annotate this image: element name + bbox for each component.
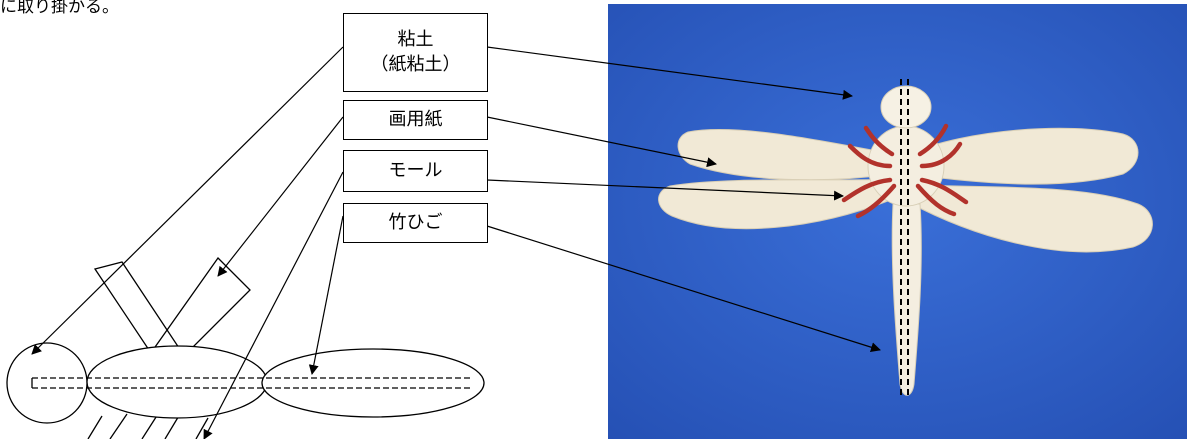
photo-head (880, 85, 932, 129)
label-paper: 画用紙 (343, 100, 488, 140)
photo-leg-8 (915, 183, 957, 217)
drawing-lower-strip-2 (109, 413, 128, 439)
label-clay-line2: （紙粘土） (370, 53, 461, 75)
label-mole: モール (343, 150, 488, 192)
arrow-paper-to-drawing-wing (217, 116, 344, 277)
arrow-bamboo-to-drawing-skewer (308, 215, 344, 375)
label-bamboo-text: 竹ひご (388, 211, 443, 233)
label-mole-text: モール (388, 159, 443, 181)
photo-leg-6 (919, 177, 969, 205)
photo-leg-7 (855, 183, 897, 219)
drawing-lower-strip-3 (141, 413, 159, 439)
arrow-mole-to-photo-leg (486, 179, 844, 201)
label-clay-line1: 粘土 (397, 29, 434, 51)
photo-leg-4 (919, 141, 963, 169)
photo-leg-1 (863, 125, 895, 157)
photo-wing-lower-right (907, 183, 1153, 253)
drawing-lower-strip-1 (87, 415, 103, 439)
arrow-mole-to-drawing-leg (203, 171, 344, 439)
label-bamboo: 竹ひご (343, 203, 488, 243)
arrow-paper-to-photo-wing (486, 116, 717, 168)
arrow-bamboo-to-photo-skewer (486, 225, 881, 353)
photo-wing-upper-right (907, 127, 1139, 185)
drawing-lower-strip-5 (195, 417, 209, 439)
parts-line-drawing (6, 256, 485, 439)
arrow-clay-to-photo-head (486, 46, 853, 100)
arrow-clay-to-drawing-head (31, 46, 344, 355)
label-paper-text: 画用紙 (388, 108, 443, 130)
photo-leg-2 (917, 123, 949, 157)
photo-leg-3 (847, 143, 893, 169)
photo-leg-5 (841, 177, 893, 203)
top-caption-text: に取り掛かる。 (0, 0, 119, 17)
label-clay: 粘土 （紙粘土） (343, 13, 488, 92)
